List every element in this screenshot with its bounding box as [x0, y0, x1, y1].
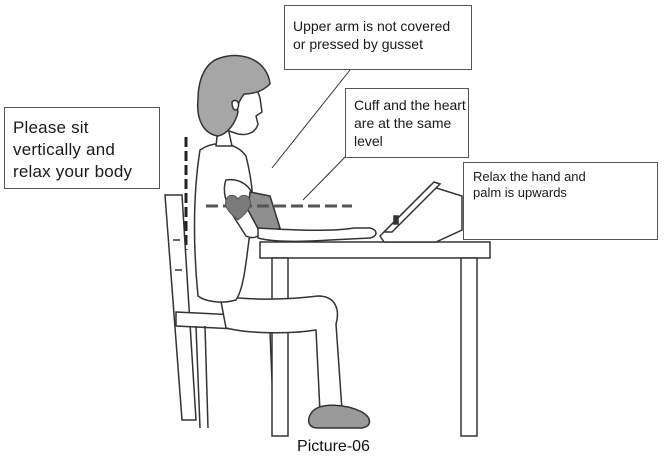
- pointer-cuff-heart: [302, 149, 353, 201]
- callout-upper-arm: Upper arm is not covered or pressed by g…: [284, 5, 472, 70]
- heart-icon: [225, 194, 251, 221]
- callout-sit-vertically: Please sit vertically and relax your bod…: [4, 107, 160, 189]
- callout-cuff-heart-level: Cuff and the heart are at the same level: [345, 88, 469, 158]
- person: [193, 54, 377, 429]
- callout-relax-hand: Relax the hand and palm is upwards: [463, 162, 658, 240]
- slipper: [307, 404, 371, 429]
- bp-monitor: [379, 181, 463, 243]
- pointer-upper-arm: [271, 69, 351, 169]
- figure-caption: Picture-06: [297, 438, 370, 455]
- table: [259, 241, 491, 437]
